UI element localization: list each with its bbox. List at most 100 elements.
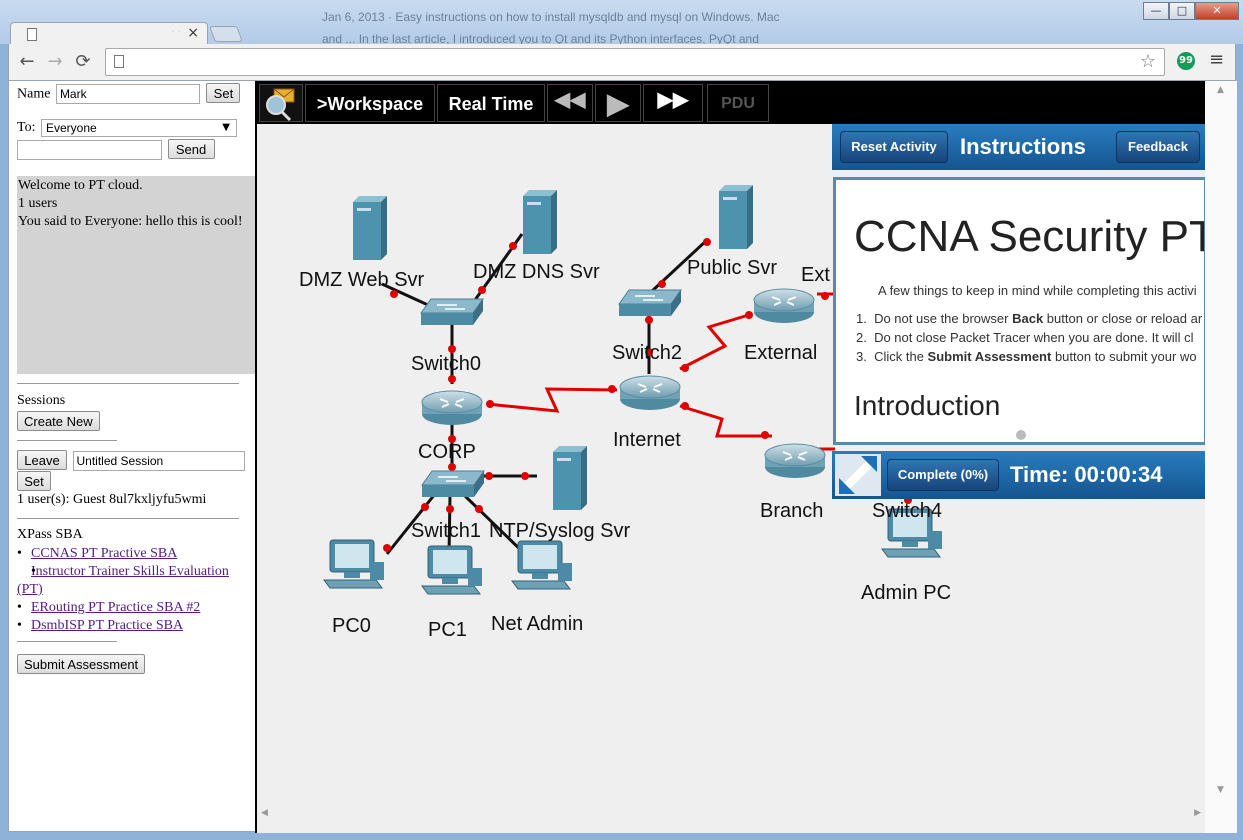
fast-forward-button[interactable]: ▶▶ <box>643 84 703 122</box>
sessions-heading: Sessions <box>17 393 66 408</box>
item-bold: Submit Assessment <box>927 349 1052 364</box>
branch-router-icon[interactable] <box>764 443 826 479</box>
bookmark-star-icon[interactable]: ☆ <box>1139 51 1156 72</box>
instructions-subheading: Introduction <box>854 390 1001 421</box>
device-label: Admin PC <box>861 582 951 604</box>
session-name-input[interactable] <box>72 450 245 471</box>
sba-link[interactable]: CCNAS PT Practive SBA <box>31 546 178 561</box>
instructions-footer: Complete (0%) Time: 00:00:34 <box>832 451 1207 499</box>
close-window-button[interactable]: ✕ <box>1195 2 1239 20</box>
chat-log: Welcome to PT cloud. 1 users You said to… <box>17 176 255 374</box>
rewind-button[interactable]: ◀◀ <box>547 84 593 122</box>
device-label: Net Admin <box>491 613 583 635</box>
browser-tab[interactable]: · · × <box>10 22 208 46</box>
to-label: To: <box>17 120 36 136</box>
reset-activity-button[interactable]: Reset Activity <box>840 131 948 163</box>
name-input[interactable] <box>55 83 200 104</box>
pt-activity-icon[interactable] <box>259 84 303 122</box>
reload-icon[interactable]: ⟳ <box>75 51 91 72</box>
window-titlebar: Jan 6, 2013 · Easy instructions on how t… <box>0 0 1243 46</box>
to-row: To: Everyone ▼ <box>17 119 237 137</box>
background-window-text: Jan 6, 2013 · Easy instructions on how t… <box>322 10 780 24</box>
leave-session-button[interactable]: Leave <box>17 450 67 470</box>
external-router-icon[interactable] <box>753 288 815 324</box>
net-admin-pc-icon[interactable] <box>511 540 573 590</box>
public-server-icon[interactable] <box>719 185 753 249</box>
instructions-header: Reset Activity Instructions Feedback <box>832 124 1207 170</box>
device-labels: DMZ Web Svr DMZ DNS Svr Public Svr Ext S… <box>299 257 951 641</box>
ntp-syslog-server-icon[interactable] <box>553 446 587 510</box>
set-session-button[interactable]: Set <box>17 471 51 491</box>
pdu-button[interactable]: PDU <box>707 84 769 122</box>
send-button[interactable]: Send <box>167 139 215 159</box>
device-label: PC0 <box>332 615 371 637</box>
scroll-up-icon[interactable]: ▲ <box>1217 85 1224 95</box>
sba-link[interactable]: ERouting PT Practice SBA #2 <box>31 600 201 615</box>
chat-sidebar: Name Set To: Everyone ▼ Send Welcome to … <box>9 81 255 833</box>
device-label: DMZ Web Svr <box>299 269 425 291</box>
new-tab-button[interactable] <box>209 26 243 42</box>
scroll-down-icon[interactable]: ▼ <box>1217 785 1224 795</box>
realtime-tab[interactable]: Real Time <box>437 84 545 122</box>
browser-toolbar: ← → ⟳ ☆ 99 ≡ <box>8 44 1236 80</box>
device-label: CORP <box>418 441 476 463</box>
set-name-button[interactable]: Set <box>206 83 241 103</box>
recipient-select[interactable]: Everyone ▼ <box>40 119 237 137</box>
name-row: Name Set <box>17 83 241 104</box>
submit-row: Submit Assessment <box>17 654 146 674</box>
page-content: Name Set To: Everyone ▼ Send Welcome to … <box>8 80 1237 833</box>
maximize-button[interactable]: □ <box>1169 2 1195 20</box>
sba-links: CCNAS PT Practive SBA Instructor Trainer… <box>17 545 255 635</box>
address-bar[interactable]: ☆ <box>105 48 1165 76</box>
instructions-title: Instructions <box>960 134 1086 159</box>
divider <box>17 383 239 384</box>
device-label: Public Svr <box>687 257 777 279</box>
hangouts-extension-icon[interactable]: 99 <box>1177 52 1195 70</box>
switch1-icon[interactable] <box>421 470 485 498</box>
list-item: CCNAS PT Practive SBA <box>17 545 255 563</box>
minimize-button[interactable]: — <box>1143 2 1169 20</box>
workspace-tab[interactable]: >Workspace <box>305 84 435 122</box>
timer-display: Time: 00:00:34 <box>1010 462 1163 487</box>
back-arrow-icon[interactable]: ← <box>19 51 35 72</box>
resize-arrows-icon <box>838 455 878 495</box>
device-label: DMZ DNS Svr <box>473 261 600 283</box>
vertical-scrollbar[interactable]: ▲ ▼ <box>1205 81 1237 833</box>
item-bold: Back <box>1012 311 1044 326</box>
scroll-left-icon[interactable]: ◀ <box>261 808 268 818</box>
forward-arrow-icon[interactable]: → <box>47 51 63 72</box>
pc0-icon[interactable] <box>323 539 385 589</box>
session-users: 1 user(s): Guest 8ul7kxljyfu5wmi <box>17 492 207 507</box>
session-row: Leave <box>17 450 245 471</box>
corp-router-icon[interactable] <box>421 390 483 426</box>
chat-message: You said to Everyone: hello this is cool… <box>18 214 243 229</box>
session-set-row: Set <box>17 471 51 491</box>
sba-link[interactable]: Instructor Trainer Skills Evaluation (PT… <box>17 564 229 597</box>
submit-assessment-button[interactable]: Submit Assessment <box>17 654 146 674</box>
dmz-web-server-icon[interactable] <box>353 196 387 260</box>
play-button[interactable]: ▶ <box>595 84 641 122</box>
switch2-icon[interactable] <box>618 289 682 317</box>
sba-link[interactable]: DsmbISP PT Practice SBA <box>31 618 184 633</box>
feedback-button[interactable]: Feedback <box>1116 131 1200 163</box>
device-label: Ext <box>801 264 830 286</box>
list-item: 1. Do not use the browser Back button or… <box>856 311 1203 326</box>
complete-progress-button[interactable]: Complete (0%) <box>887 459 999 491</box>
create-session-button[interactable]: Create New <box>17 411 100 431</box>
list-item: 3. Click the Submit Assessment button to… <box>856 349 1197 364</box>
packet-tracer-workspace: >Workspace Real Time ◀◀ ▶ ▶▶ PDU <box>255 81 1207 833</box>
item-text: button to submit your wo <box>1051 349 1197 364</box>
window-controls: — □ ✕ <box>1143 2 1239 20</box>
magnifier-envelope-icon <box>266 88 295 122</box>
pc1-icon[interactable] <box>421 545 483 595</box>
device-label: Internet <box>613 429 681 451</box>
scroll-right-icon[interactable]: ▶ <box>1194 808 1201 818</box>
dmz-dns-server-icon[interactable] <box>523 190 557 254</box>
horizontal-scrollbar[interactable]: ◀ ▶ <box>257 804 1207 833</box>
expand-icon[interactable] <box>835 454 881 496</box>
switch0-icon[interactable] <box>420 298 484 326</box>
tab-close-icon[interactable]: × <box>187 25 199 41</box>
message-input[interactable] <box>17 139 162 160</box>
internet-router-icon[interactable] <box>619 375 681 411</box>
menu-icon[interactable]: ≡ <box>1209 49 1225 70</box>
